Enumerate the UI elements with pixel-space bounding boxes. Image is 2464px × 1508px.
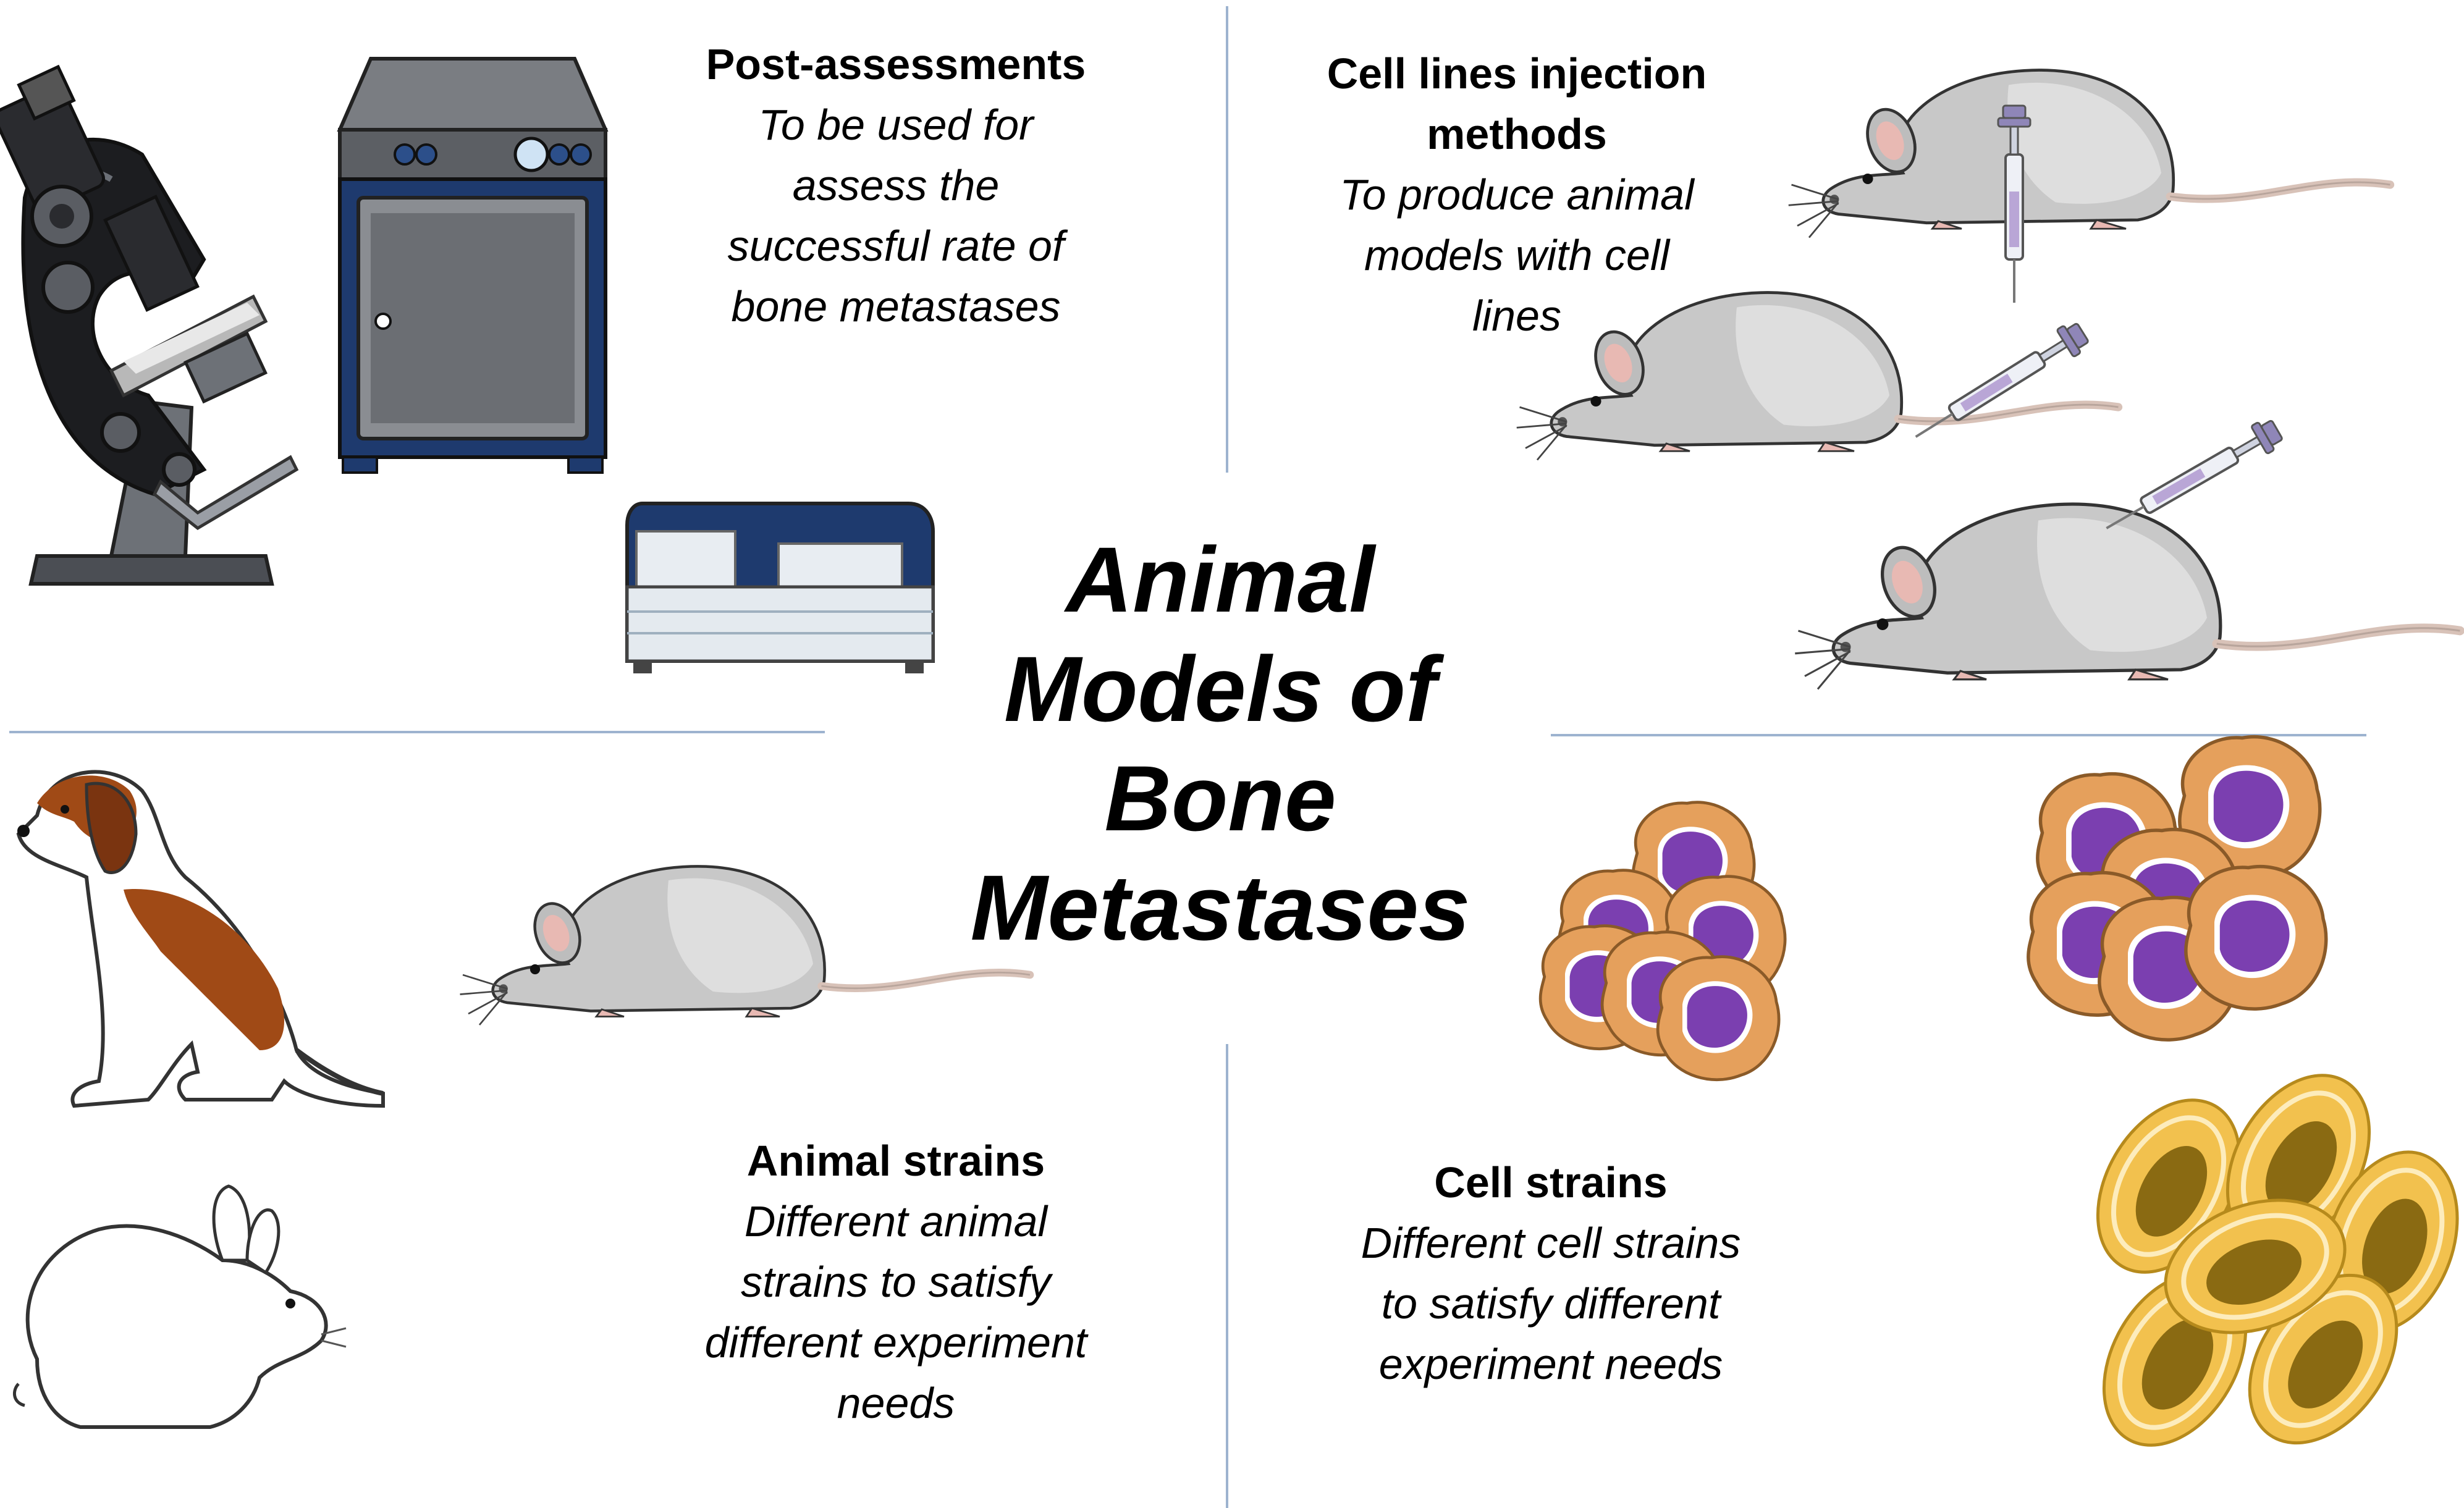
section-body-line: Different animal (744, 1197, 1048, 1245)
section-body-line: bone metastases (731, 282, 1061, 331)
microscope-icon (0, 64, 299, 586)
analyzer-icon (625, 502, 935, 673)
tumor-cell-cluster-1 (1540, 802, 1785, 1080)
section-heading: Cell lines injection (1327, 49, 1707, 98)
cell-lines-injection-block: Cell lines injection methods To produce … (1260, 43, 1773, 346)
section-heading: methods (1427, 110, 1607, 158)
dog-icon (16, 770, 385, 1108)
incubator-icon (337, 57, 609, 474)
section-body-line: assess the (792, 161, 1000, 209)
post-assessments-block: Post-assessments To be used for assess t… (643, 34, 1149, 337)
rabbit-icon (12, 1184, 347, 1429)
section-body-line: Different cell strains (1361, 1219, 1741, 1267)
section-body-line: strains to satisfy (741, 1258, 1051, 1306)
mouse-icon-1 (1789, 70, 2390, 238)
title-line: Models of (1004, 637, 1437, 741)
section-heading: Cell strains (1434, 1158, 1668, 1207)
tumor-cell-cluster-2 (2028, 737, 2326, 1040)
section-body-line: different experiment (704, 1318, 1087, 1367)
section-body-line: lines (1472, 292, 1561, 340)
section-body-line: To produce animal (1340, 171, 1694, 219)
title-line: Animal (1065, 528, 1375, 631)
section-body-line: models with cell (1364, 231, 1670, 279)
section-body-line: successful rate of (727, 222, 1065, 270)
center-title: Animal Models of Bone Metastases (902, 525, 1538, 963)
section-body-line: experiment needs (1378, 1340, 1723, 1388)
title-line: Bone (1104, 746, 1336, 850)
cell-strains-block: Cell strains Different cell strains to s… (1297, 1152, 1804, 1394)
animal-strains-block: Animal strains Different animal strains … (643, 1131, 1149, 1433)
title-line: Metastases (970, 856, 1470, 959)
section-body-line: To be used for (758, 101, 1034, 149)
yellow-cell-cluster (2069, 1050, 2464, 1470)
section-heading: Animal strains (746, 1137, 1045, 1185)
mouse-icon-3 (1795, 504, 2460, 689)
section-body-line: to satisfy different (1381, 1279, 1721, 1328)
syringe-icon-2 (1905, 318, 2093, 452)
section-body-line: needs (837, 1379, 955, 1427)
section-heading: Post-assessments (706, 40, 1086, 88)
